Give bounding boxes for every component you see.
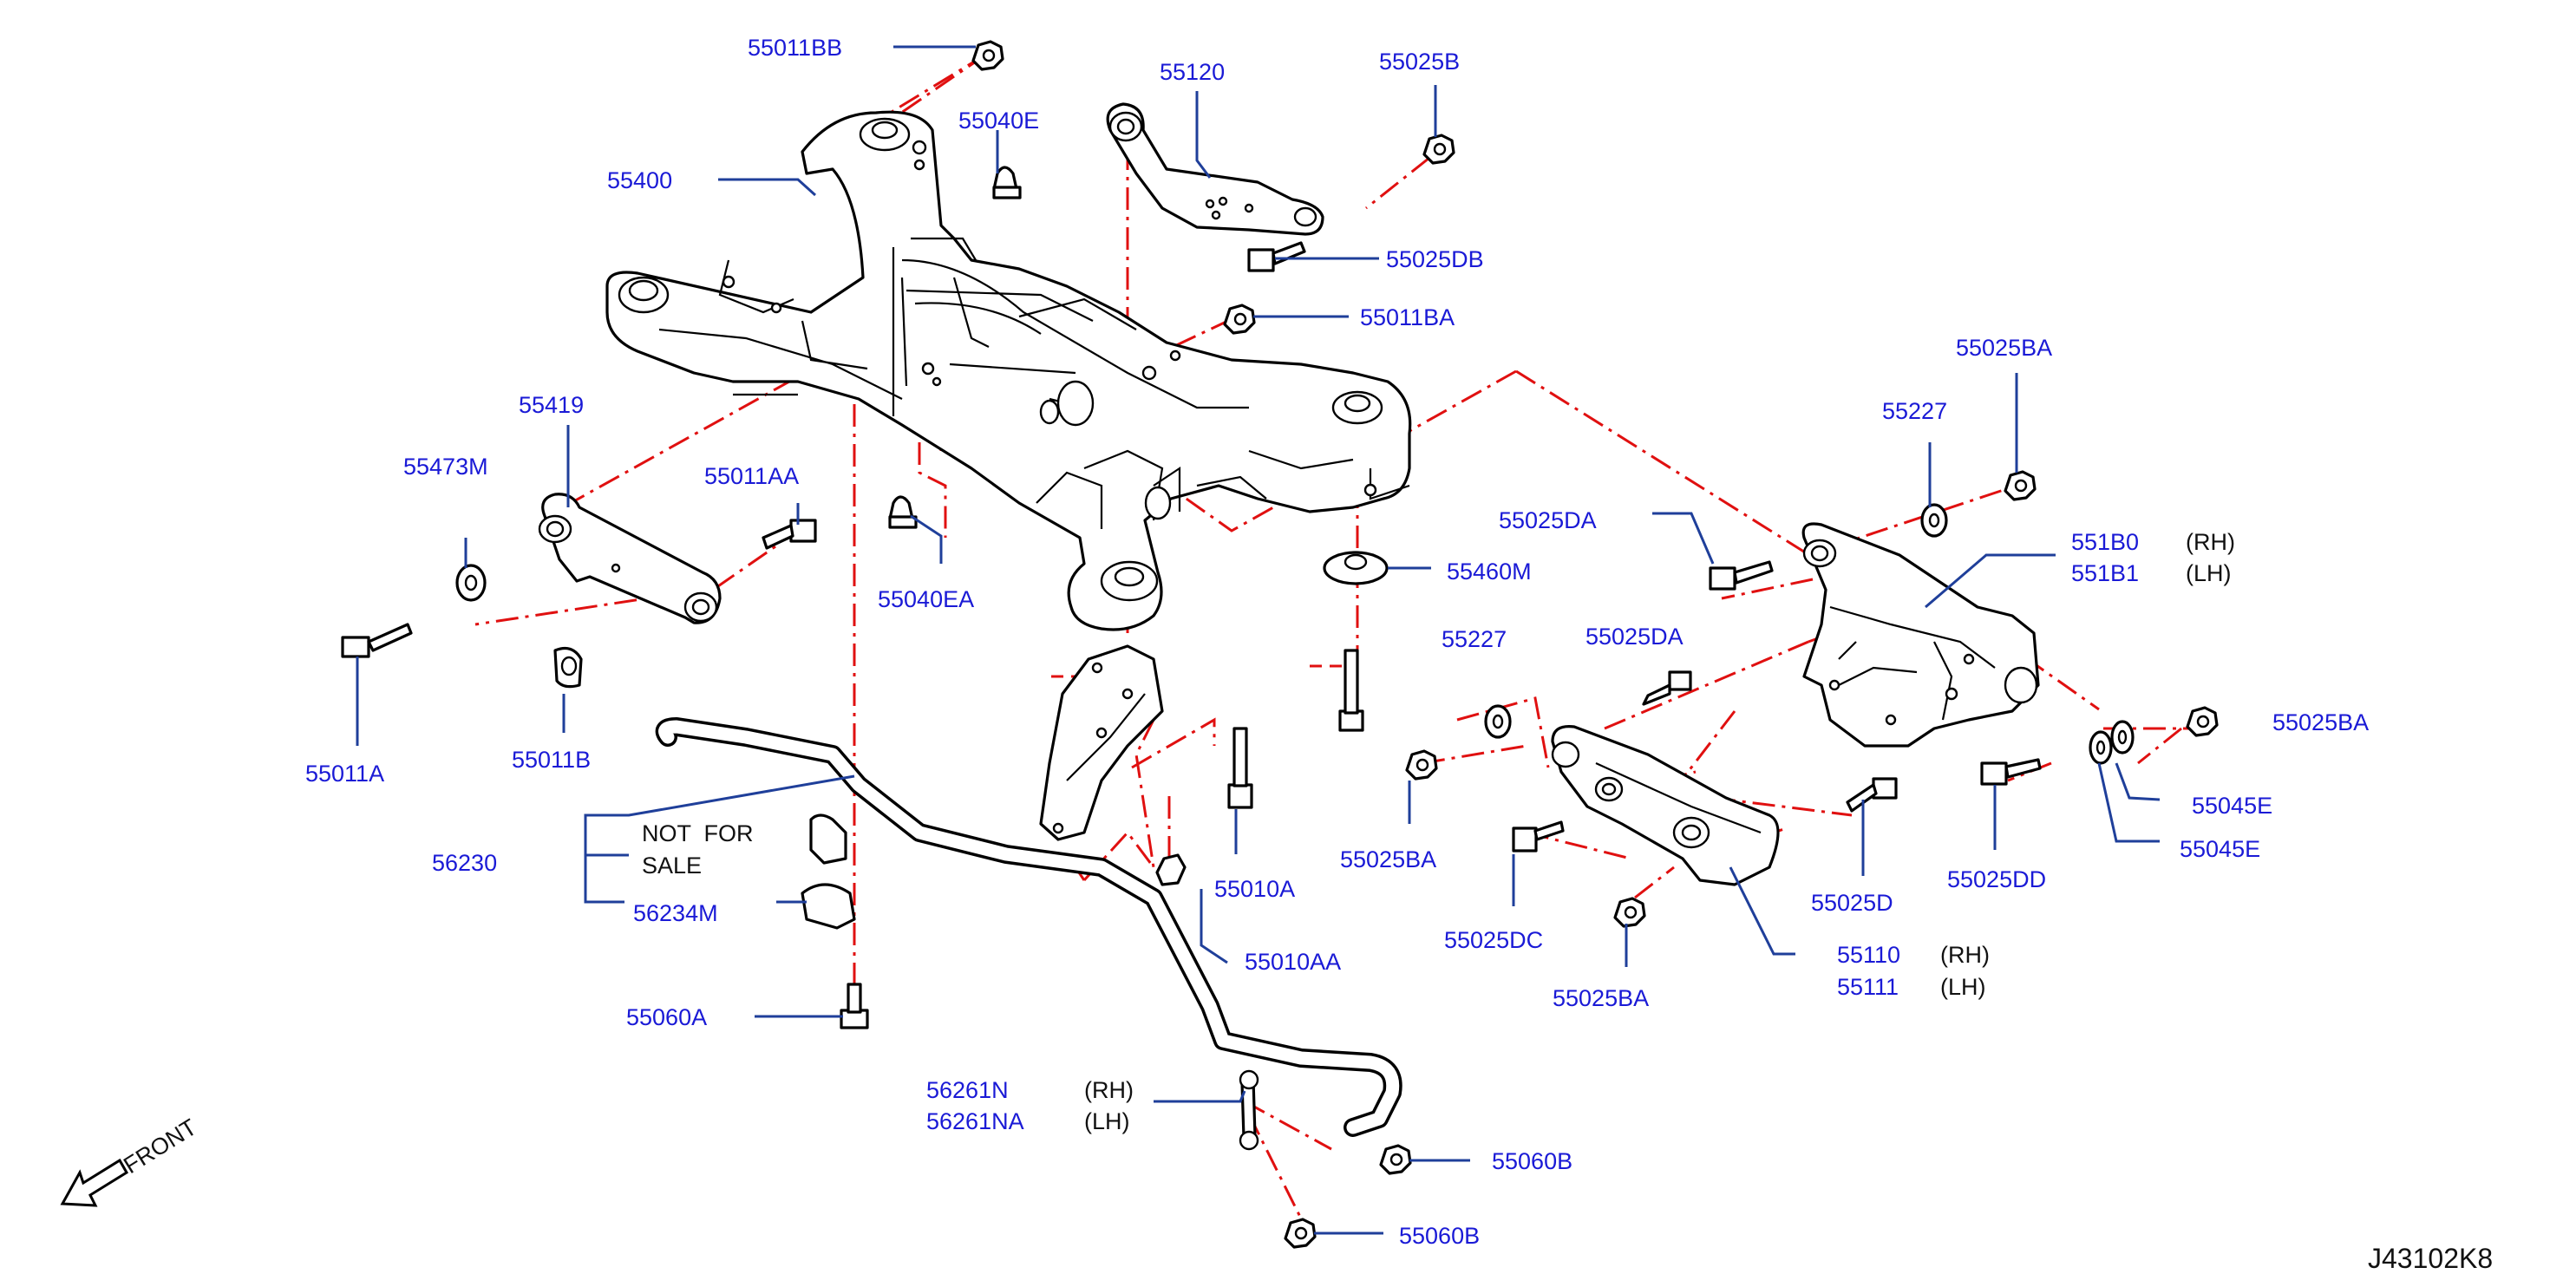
part-number-55111: 55111 [1837, 974, 1899, 1000]
stabilizer-clamp-56234M [801, 883, 856, 930]
nut-55025BA-1 [2004, 470, 2037, 501]
part-number-56234M: 56234M [633, 900, 718, 926]
nut-55025BA-4 [1613, 897, 1646, 928]
stabilizer-bar [655, 717, 1402, 1137]
part-number-55040EA: 55040EA [878, 586, 974, 612]
front-label: FRONT [119, 1114, 201, 1179]
part-number-55011AA: 55011AA [704, 463, 799, 489]
part-number-55025BA-3: 55025BA [1340, 846, 1436, 872]
washer-55045E-1 [2089, 730, 2113, 765]
part-number-55025BA-2: 55025BA [2272, 709, 2369, 735]
part-number-55473M: 55473M [403, 454, 488, 480]
bolt-55025DC [1512, 820, 1565, 853]
part-number-55110: 55110 [1837, 942, 1900, 968]
part-number-55025BA-4: 55025BA [1553, 985, 1649, 1011]
sale-note: SALE [642, 853, 702, 879]
part-number-55025DA: 55025DA [1499, 507, 1597, 533]
bolt-55011AA [762, 519, 817, 550]
part-number-55419: 55419 [519, 392, 584, 418]
part-number-55025DD: 55025DD [1947, 866, 2046, 892]
nut-55025B [1422, 134, 1455, 165]
rh-note: (RH) [1084, 1077, 1134, 1103]
part-number-56261N: 56261N [926, 1077, 1009, 1103]
rear-axle-housing [1801, 522, 2040, 748]
bolt-55060A [840, 983, 869, 1029]
bolt-55025D [1846, 777, 1898, 813]
nut-55011BA [1223, 304, 1256, 335]
nut-55060B-1 [1379, 1144, 1412, 1175]
stabilizer-connecting-rod [1239, 1069, 1259, 1151]
washer-55045E-2 [2110, 720, 2135, 755]
bushing-55011B [553, 647, 583, 689]
bolt-55011A [341, 623, 413, 658]
nut-55025BA-3 [1405, 749, 1438, 781]
bolt-55025DB [1247, 241, 1306, 272]
bolt-55025DD [1980, 758, 2042, 786]
part-number-55060B: 55060B [1492, 1148, 1572, 1174]
part-labels: 55011BB 55120 55025B 55040E 55400 55025D… [305, 35, 2369, 1249]
lower-link [1551, 725, 1780, 886]
bolt-ca-55010CA [1338, 649, 1364, 732]
part-number-55400: 55400 [607, 167, 672, 193]
part-number-55460M: 55460M [1447, 559, 1532, 585]
part-number-55011A: 55011A [305, 761, 384, 787]
part-number-551B1: 551B1 [2071, 560, 2139, 586]
part-number-55060A: 55060A [626, 1004, 707, 1030]
leader-lines [356, 45, 2161, 1235]
upper-link [1106, 102, 1324, 236]
part-number-55045E-2: 55045E [2180, 836, 2260, 862]
part-number-55025DC: 55025DC [1444, 927, 1543, 953]
part-number-55025DB: 55025DB [1386, 246, 1484, 272]
part-number-55025DA-2: 55025DA [1585, 624, 1684, 650]
bolt-55010AA [1155, 853, 1187, 886]
part-number-55010A: 55010A [1214, 876, 1295, 902]
bolt-55010A [1227, 727, 1253, 809]
nut-55025BA-2 [2186, 706, 2219, 737]
part-number-56261NA: 56261NA [926, 1108, 1024, 1134]
washer-55227-1 [1920, 503, 1948, 538]
lh-note: (LH) [1940, 974, 1986, 1000]
plug-55040EA [888, 495, 918, 529]
figure-id: J43102K8 [2368, 1243, 2493, 1274]
plug-55040E [992, 166, 1022, 199]
toe-link-bracket [1039, 644, 1164, 841]
bump-stopper-55460M [1323, 551, 1389, 585]
part-number-55011BB: 55011BB [748, 35, 842, 61]
part-number-55025D: 55025D [1811, 890, 1893, 916]
bolt-55025DA-2 [1642, 670, 1692, 706]
washer-55227-2 [1484, 704, 1512, 739]
lh-note: (LH) [2186, 560, 2232, 586]
part-number-55227-2: 55227 [1442, 626, 1507, 652]
lh-note: (LH) [1084, 1108, 1130, 1134]
rh-note: (RH) [2186, 529, 2235, 555]
lateral-link [538, 493, 722, 624]
part-number-55025B: 55025B [1379, 49, 1460, 75]
nut-55011BB [971, 40, 1004, 71]
washer-55473M [455, 564, 487, 602]
part-number-56230: 56230 [432, 850, 497, 876]
rh-note: (RH) [1940, 942, 1990, 968]
part-number-55120: 55120 [1160, 59, 1225, 85]
part-number-55040E: 55040E [958, 108, 1039, 134]
hardware [341, 40, 2219, 1249]
part-number-55060B-2: 55060B [1399, 1223, 1480, 1249]
front-direction-arrow-icon: FRONT [60, 1114, 201, 1207]
side-notes: (RH) (LH) (RH) (LH) (RH) (LH) NOT FOR SA… [642, 529, 2235, 1134]
part-number-55045E: 55045E [2192, 793, 2272, 819]
part-number-55025BA: 55025BA [1956, 335, 2052, 361]
rear-suspension-member [605, 110, 1412, 631]
part-number-55010AA: 55010AA [1245, 949, 1341, 975]
part-number-551B0: 551B0 [2071, 529, 2139, 555]
part-number-55011BA: 55011BA [1360, 304, 1455, 330]
bolt-55025DA-1 [1709, 560, 1774, 591]
part-number-55227: 55227 [1882, 398, 1947, 424]
stabilizer-bushing-56234M [809, 813, 847, 865]
nut-55060B-2 [1284, 1218, 1317, 1249]
not-for-sale-note: NOT FOR [642, 820, 754, 846]
part-number-55011B: 55011B [512, 747, 591, 773]
